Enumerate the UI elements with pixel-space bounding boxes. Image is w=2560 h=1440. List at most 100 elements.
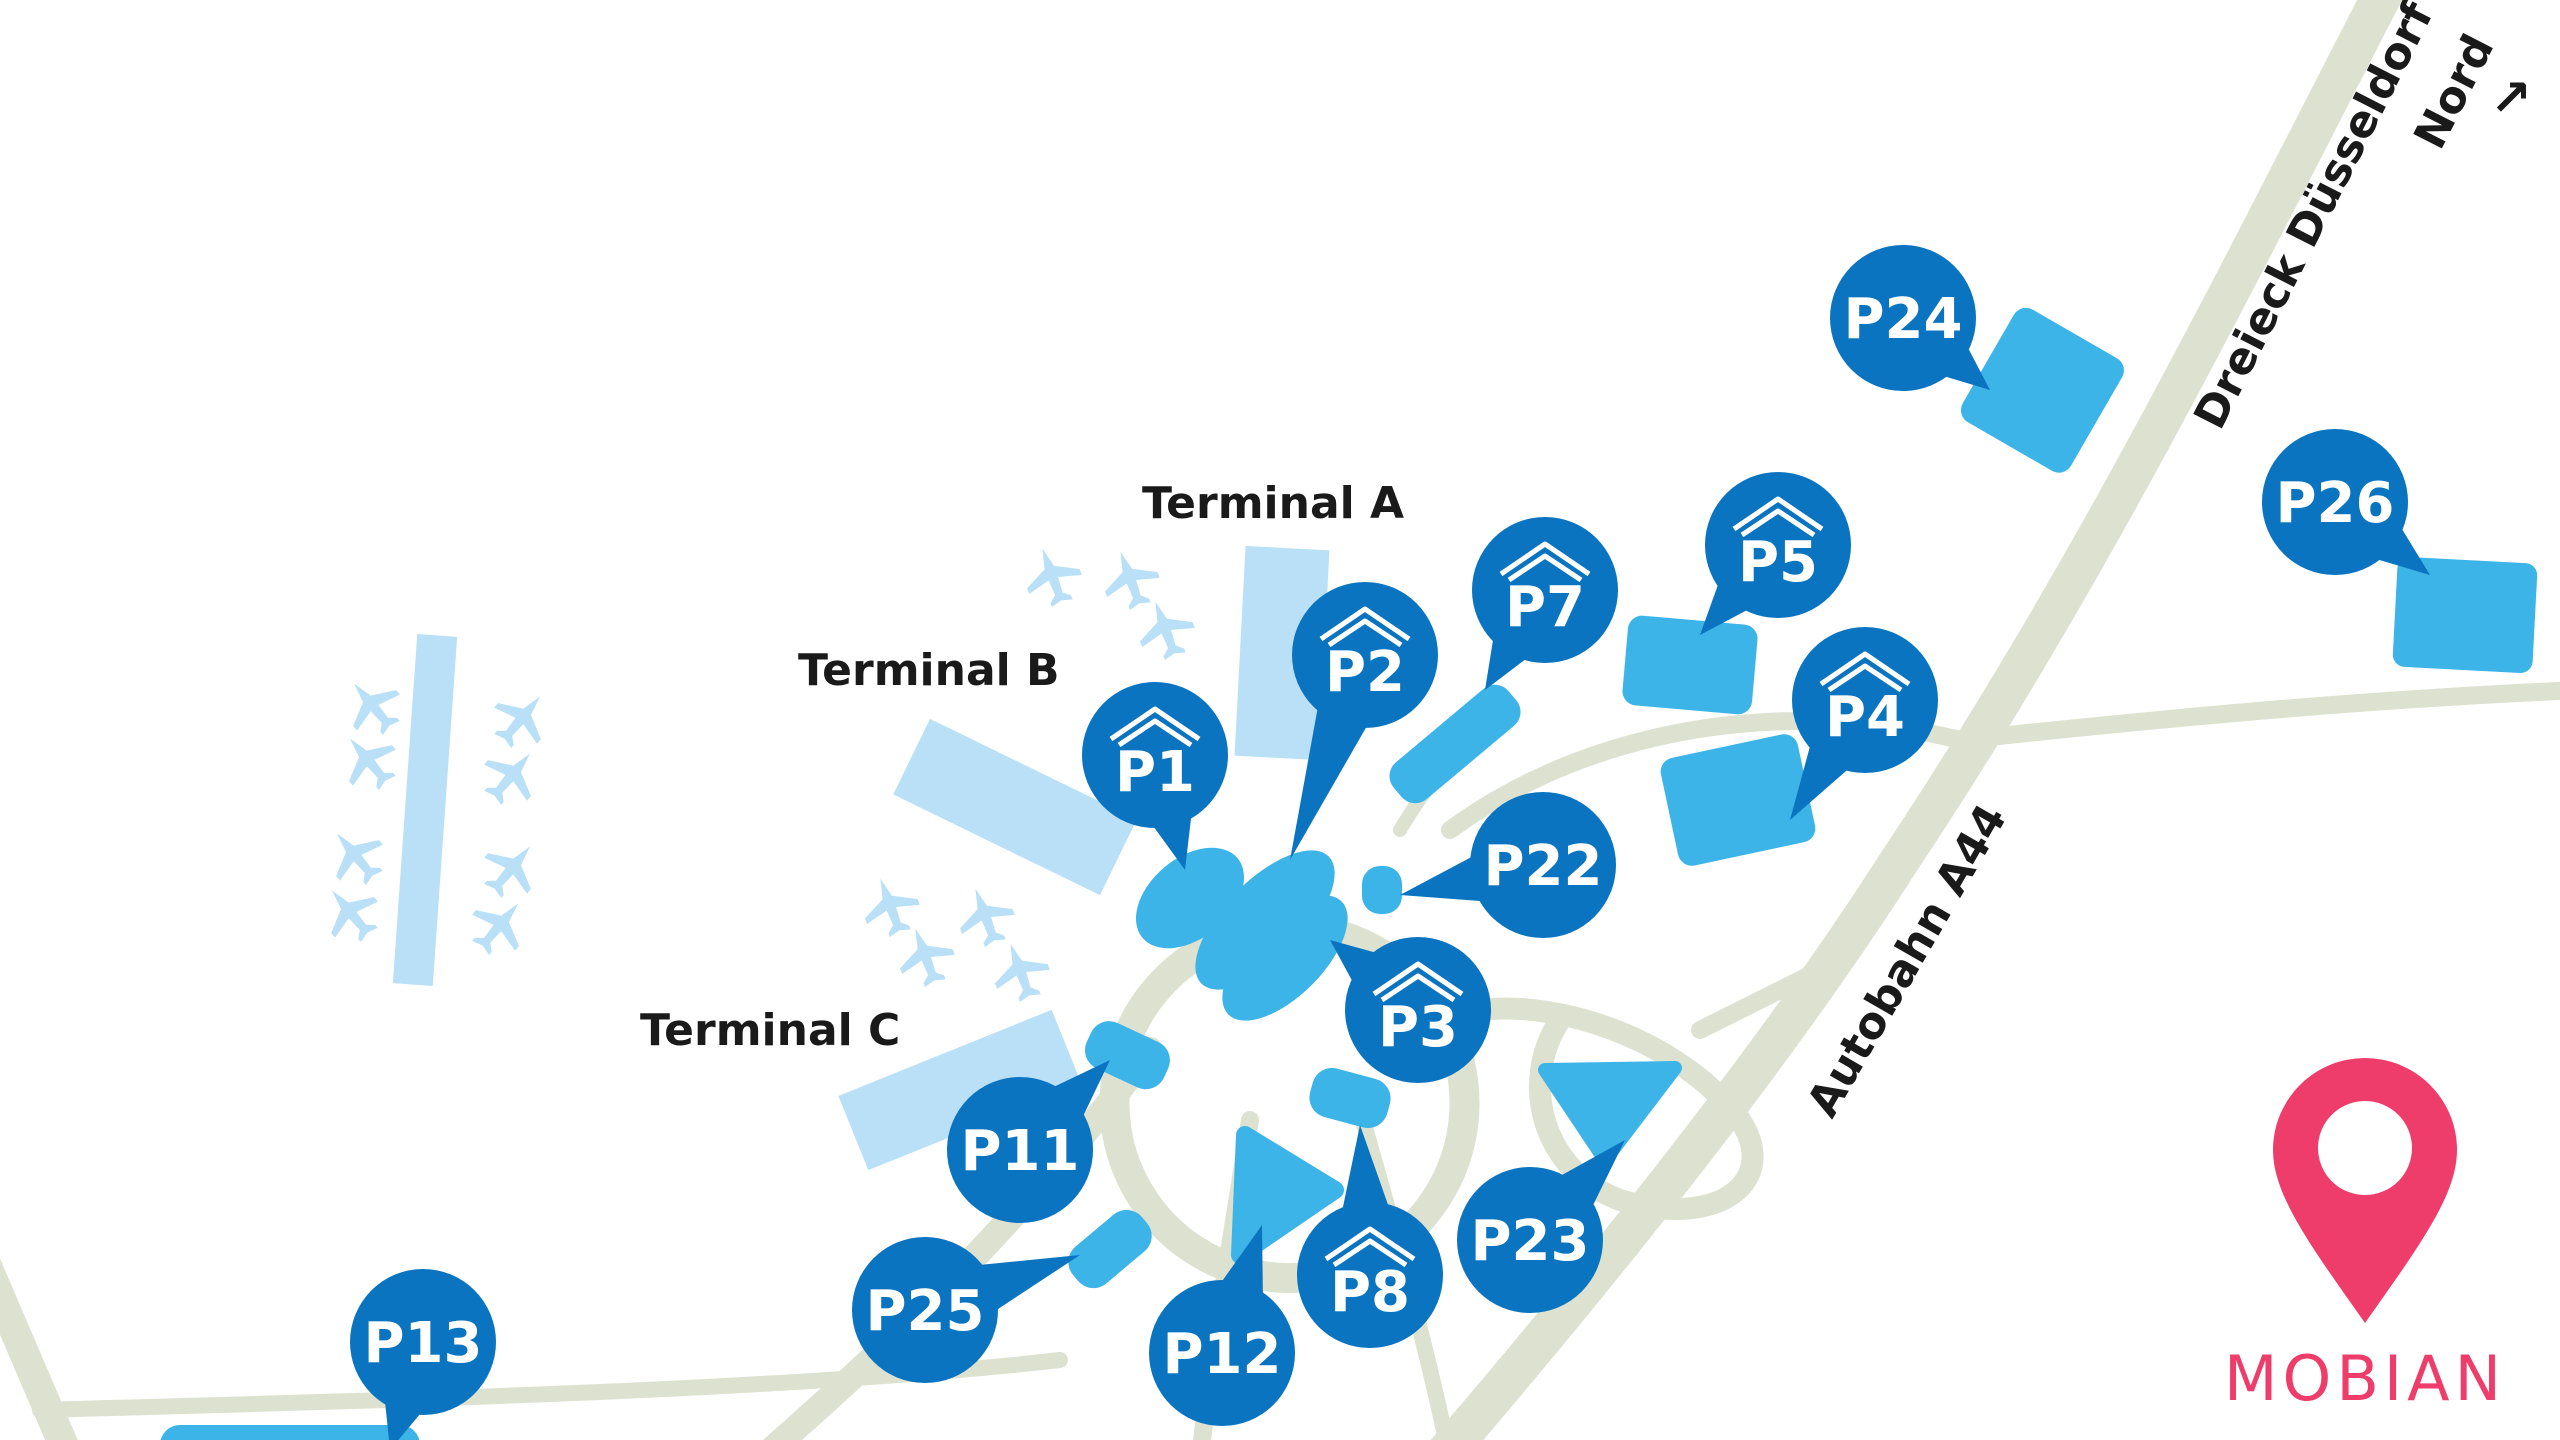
pin-circle xyxy=(1457,1167,1603,1313)
parking-pin-p4[interactable]: P4 xyxy=(1790,627,1938,820)
parking-pin-p24[interactable]: P24 xyxy=(1830,245,1990,391)
terminal-a-label: Terminal A xyxy=(1142,478,1404,529)
parking-pin-p25[interactable]: P25 xyxy=(852,1237,1080,1383)
parking-pin-p5[interactable]: P5 xyxy=(1700,472,1851,635)
parking-pin-p3[interactable]: P3 xyxy=(1330,937,1491,1083)
pin-circle xyxy=(852,1237,998,1383)
pin-circle xyxy=(1705,472,1851,618)
lot-p23 xyxy=(1538,1061,1682,1167)
parking-label-p5: P5 xyxy=(1738,530,1818,595)
parking-label-p2: P2 xyxy=(1325,640,1405,705)
pin-circle xyxy=(1297,1202,1443,1348)
road-west-edge xyxy=(0,1258,78,1440)
parking-label-p11: P11 xyxy=(961,1119,1080,1184)
parking-pin-p22[interactable]: P22 xyxy=(1400,792,1616,938)
pin-circle xyxy=(1792,627,1938,773)
parking-pin-p8[interactable]: P8 xyxy=(1297,1125,1443,1348)
pin-circle xyxy=(2262,429,2408,575)
pin-circle xyxy=(1292,582,1438,728)
terminal-c-label: Terminal C xyxy=(640,1005,900,1056)
airplane-icon xyxy=(900,928,955,987)
parking-label-p13: P13 xyxy=(364,1311,483,1376)
lot-p7 xyxy=(1389,684,1521,804)
terminal-buildings xyxy=(392,545,1330,1171)
parking-label-p22: P22 xyxy=(1484,834,1603,899)
airplane-icon xyxy=(472,903,519,956)
pin-circle xyxy=(1345,937,1491,1083)
mobian-logo: MOBIAN xyxy=(2224,1058,2506,1415)
airplane-icon xyxy=(349,738,396,791)
lot-p4 xyxy=(1660,734,1816,866)
covered-parking-icon xyxy=(1499,541,1591,583)
pin-circle xyxy=(1470,792,1616,938)
terminal-a-building xyxy=(1234,545,1330,761)
pin-circle xyxy=(1082,682,1228,828)
interchange-loop xyxy=(1469,997,1764,1220)
parking-pin-p2[interactable]: P2 xyxy=(1290,582,1438,860)
covered-parking-icon xyxy=(1372,961,1464,1003)
terminal-c-building xyxy=(838,1009,1082,1171)
parking-pin-p13[interactable]: P13 xyxy=(350,1269,496,1440)
terminal-b-building xyxy=(893,718,1137,896)
parking-label-p24: P24 xyxy=(1844,287,1963,352)
airplane-icon xyxy=(331,890,378,943)
parking-label-p23: P23 xyxy=(1471,1209,1590,1274)
lot-p25 xyxy=(1068,1209,1152,1289)
airplane-icon xyxy=(494,696,541,749)
parking-label-p1: P1 xyxy=(1115,740,1195,805)
brand-name: MOBIAN xyxy=(2224,1342,2506,1415)
airplane-icon xyxy=(484,753,531,806)
airplane-icon xyxy=(1105,551,1160,610)
location-pin-hole xyxy=(2318,1101,2412,1195)
dreieck-label-line1: Dreieck Düsseldorf xyxy=(2184,0,2444,437)
parking-pin-p11[interactable]: P11 xyxy=(947,1060,1110,1223)
parking-pin-p1[interactable]: P1 xyxy=(1082,682,1228,870)
parking-label-p4: P4 xyxy=(1825,685,1905,750)
airplane-icon xyxy=(1140,601,1195,660)
lot-p8 xyxy=(1309,1067,1391,1129)
pier-west xyxy=(392,634,458,986)
lot-p26 xyxy=(2392,557,2538,673)
covered-parking-icon xyxy=(1324,1226,1416,1268)
pin-circle xyxy=(1830,245,1976,391)
parking-label-p7: P7 xyxy=(1505,575,1585,640)
parking-label-p8: P8 xyxy=(1330,1260,1410,1325)
parking-pin-p7[interactable]: P7 xyxy=(1472,517,1618,690)
parking-label-p3: P3 xyxy=(1378,995,1458,1060)
lot-p11 xyxy=(1084,1021,1170,1090)
airplane-icon xyxy=(960,888,1015,947)
parking-label-p25: P25 xyxy=(866,1279,985,1344)
parking-pin-p23[interactable]: P23 xyxy=(1457,1140,1625,1313)
pin-circle xyxy=(1149,1280,1295,1426)
lot-p3 xyxy=(1222,895,1348,1021)
pin-circle xyxy=(1472,517,1618,663)
lot-p2 xyxy=(1195,850,1335,990)
lot-p22 xyxy=(1362,866,1402,914)
northeast-arrow-icon: ↗ xyxy=(2490,69,2532,127)
parking-label-p12: P12 xyxy=(1163,1322,1282,1387)
pin-circle xyxy=(947,1077,1093,1223)
terminal-b-label: Terminal B xyxy=(798,645,1060,696)
interchange-ramp xyxy=(1691,951,1849,1039)
parking-pin-p12[interactable]: P12 xyxy=(1149,1225,1295,1426)
road-east xyxy=(1951,681,2560,749)
covered-parking-icon xyxy=(1819,651,1911,693)
aircraft-icons xyxy=(331,548,1195,1002)
covered-parking-icon xyxy=(1109,706,1201,748)
lot-p5 xyxy=(1622,615,1758,715)
pin-circle xyxy=(350,1269,496,1415)
lot-p24 xyxy=(1960,307,2124,473)
airplane-icon xyxy=(353,683,400,736)
airplane-icon xyxy=(484,846,531,899)
airplane-icon xyxy=(995,943,1050,1002)
covered-parking-icon xyxy=(1319,606,1411,648)
parking-lots xyxy=(160,307,2538,1440)
airplane-icon xyxy=(1027,548,1082,607)
covered-parking-icon xyxy=(1732,496,1824,538)
lot-p13 xyxy=(160,1425,420,1440)
parking-pin-p26[interactable]: P26 xyxy=(2262,429,2430,575)
parking-label-p26: P26 xyxy=(2276,471,2395,536)
airplane-icon xyxy=(336,833,383,886)
